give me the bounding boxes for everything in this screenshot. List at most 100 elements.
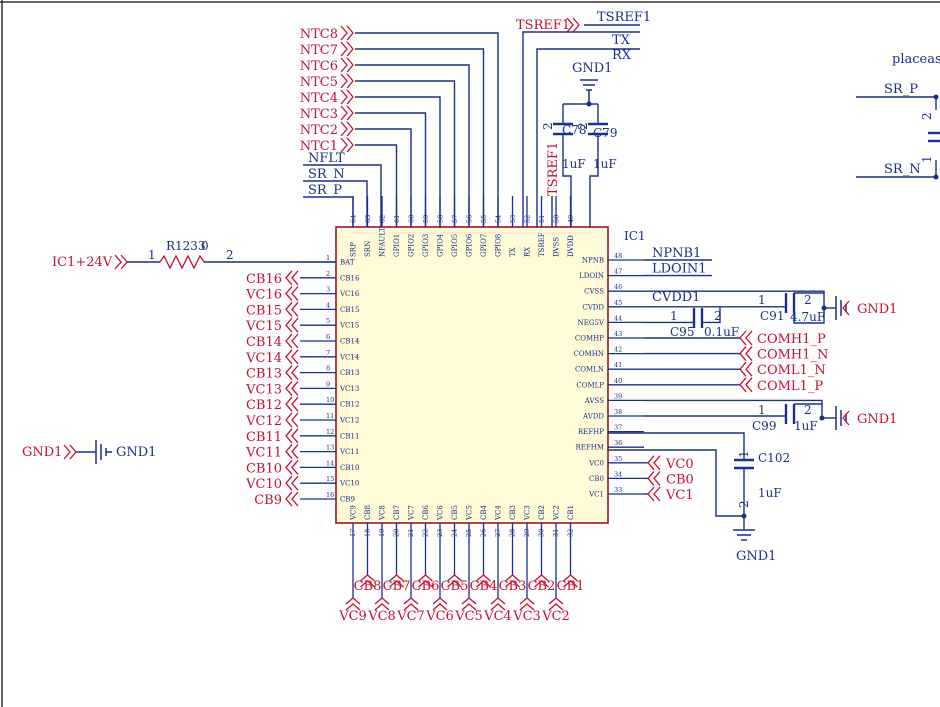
net-port-arrow — [285, 301, 299, 317]
net-label: NTC5 — [300, 75, 338, 90]
pin-name: LDOIN — [579, 272, 604, 280]
pin-name: GPIO8 — [495, 234, 503, 257]
tx-wire — [522, 31, 640, 227]
pin-number: 46 — [614, 283, 622, 291]
refhp-c102-wire — [608, 432, 745, 460]
net-port-arrow — [340, 105, 354, 121]
pin-name: REFHP — [578, 428, 604, 436]
net-label: VC16 — [245, 288, 282, 303]
pin-number: 9 — [326, 380, 330, 388]
pin-name: CB2 — [538, 505, 546, 520]
pin-name: VC11 — [339, 448, 359, 456]
net-port-arrow — [285, 380, 299, 396]
pin-name: GPIO3 — [422, 234, 430, 257]
right-net-wires: NPNB1LDOIN1CVDD1COMH1_PCOMH1_NCOML1_NCOM… — [644, 246, 828, 503]
c91-pin2: 2 — [804, 293, 812, 307]
net-ntc3: NTC3 — [300, 105, 427, 227]
net-port-arrow — [285, 459, 299, 475]
corner-pin-bottom: 1 — [920, 155, 934, 163]
c95-pin2: 2 — [714, 309, 722, 323]
gnd-right-label: GND1 — [116, 445, 156, 460]
left-pin-group: 1BAT2CB16CB163VC16VC164CB15CB155VC15VC15… — [245, 254, 360, 508]
net-port-arrow — [403, 597, 419, 611]
top-gnd-symbol — [580, 79, 598, 104]
net-port-arrow — [285, 491, 299, 507]
pin-name: DVDD — [567, 235, 575, 257]
net-label: CB5 — [441, 579, 469, 594]
net-port-arrow — [285, 396, 299, 412]
net-port-arrow — [285, 475, 299, 491]
c91-pin1: 1 — [758, 293, 766, 307]
comln-port-arrow — [739, 361, 753, 377]
net-port-arrow — [360, 574, 375, 588]
c102-gnd-label: GND1 — [736, 549, 776, 564]
pin-name: CB10 — [340, 464, 359, 472]
pin-number: 52 — [524, 215, 532, 223]
nflt-net-label: NFLT — [308, 151, 345, 166]
pin-number: 23 — [436, 529, 444, 537]
pin-number: 14 — [326, 459, 334, 467]
net-label: VC13 — [245, 382, 282, 397]
net-label: VC4 — [483, 609, 512, 624]
pin-name: BAT — [340, 259, 355, 267]
gnd-left-symbol — [95, 440, 112, 464]
pin-number: 10 — [326, 396, 334, 404]
pin-name: CVSS — [584, 288, 604, 296]
r1233-ref: R1233 — [166, 239, 206, 253]
net-label: VC3 — [512, 609, 541, 624]
pin-name: CB16 — [340, 274, 360, 282]
tsref-vertical-label: TSREF1 — [546, 142, 561, 196]
corner-pin-top: 2 — [920, 112, 934, 120]
pin-number: 32 — [567, 529, 575, 537]
net-port-arrow — [345, 597, 361, 611]
gnd-left-port-arrow — [63, 444, 77, 460]
pin-number: 6 — [326, 333, 330, 341]
net-port-arrow — [340, 25, 354, 41]
c95-ref: C95 — [670, 325, 694, 339]
ic-body — [335, 226, 609, 524]
pin-number: 28 — [509, 529, 517, 537]
pin-name: VC1 — [588, 491, 604, 499]
net-ntc4: NTC4 — [300, 89, 441, 227]
net-wire — [355, 48, 485, 227]
c79-bottom-wire — [589, 134, 599, 227]
pin-name: GPIO1 — [393, 234, 401, 257]
c99-gnd-arrow — [842, 410, 850, 426]
c91-gnd-label: GND1 — [857, 302, 897, 317]
bottom-pin-group: 17VC9VC918CB8CB819VC8VC820CB7CB721VC7VC7… — [338, 505, 584, 625]
avss-wire — [644, 399, 823, 404]
net-label: VC6 — [425, 609, 454, 624]
tsref-port-arrow — [566, 17, 580, 33]
c102-junction — [741, 513, 747, 519]
pin-number: 8 — [326, 365, 330, 373]
top-gnd-junction — [586, 101, 592, 107]
net-port-arrow — [340, 121, 354, 137]
pin-number: 37 — [614, 424, 622, 432]
npnb-net-label: NPNB1 — [652, 246, 701, 261]
pin-name: CB6 — [422, 505, 430, 521]
pin-number: 29 — [523, 529, 531, 537]
net-port-arrow — [285, 349, 299, 365]
net-ntc5: NTC5 — [300, 73, 456, 227]
net-ntc2: NTC2 — [300, 121, 412, 227]
net-port-arrow — [519, 597, 535, 611]
net-label: CB8 — [354, 579, 382, 594]
cb0-port-arrow — [647, 470, 661, 486]
c78-pin2: 2 — [541, 122, 555, 130]
pin-name: TX — [509, 247, 517, 257]
pin-name: CB15 — [340, 306, 359, 314]
pin-number: 48 — [614, 252, 622, 260]
corner-sr-p-wire — [856, 96, 937, 110]
net-label: NTC2 — [300, 123, 338, 138]
